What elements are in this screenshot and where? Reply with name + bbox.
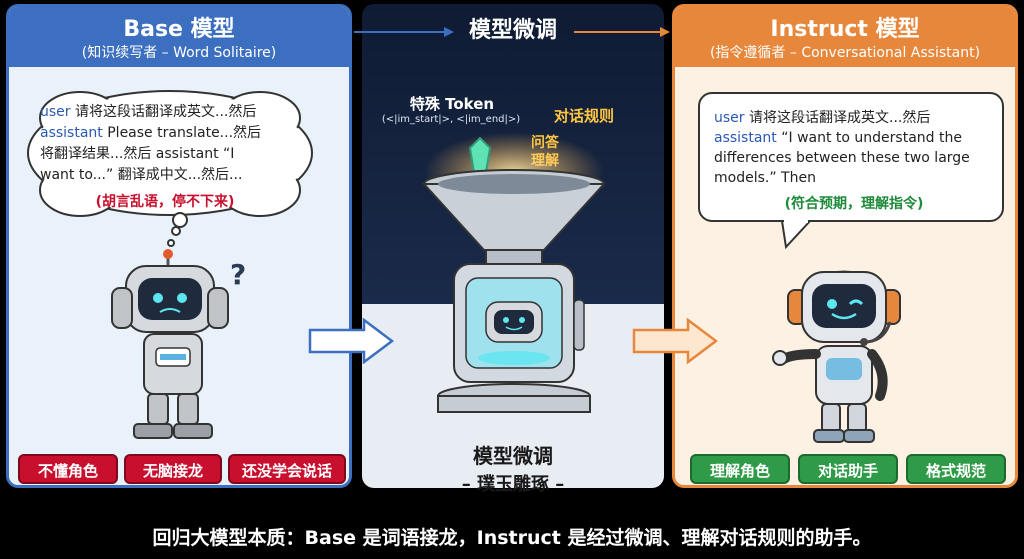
header-arrows xyxy=(354,27,670,37)
cloud-line-3: 将翻译结果...然后 assistant “I xyxy=(40,146,235,162)
base-tag-role: 不懂角色 xyxy=(18,454,118,484)
base-cloud-text: user 请将这段话翻译成英文...然后 assistant Please tr… xyxy=(40,102,290,213)
bubble-line-3: differences between these two large xyxy=(714,150,970,166)
dialogue-rule-title: 对话规则 xyxy=(553,107,614,125)
cloud-line-2: Please translate...然后 xyxy=(102,125,262,141)
bubble-line-1: 请将这段话翻译成英文...然后 xyxy=(744,110,931,126)
finetune-header: 模型微调 xyxy=(362,4,664,64)
thought-dots xyxy=(167,226,181,247)
finetune-bottom-title: 模型微调 xyxy=(473,444,553,468)
bubble-line-4: models.” Then xyxy=(714,170,816,186)
base-tag-speech: 还没学会说话 xyxy=(228,454,346,484)
finetune-title: 模型微调 xyxy=(468,18,557,43)
arrow-right-icon xyxy=(660,27,670,37)
cloud-line-4: want to...” 翻译成中文...然后... xyxy=(40,167,243,183)
base-model-header: Base 模型 (知识续写者 – Word Solitaire) xyxy=(9,7,349,67)
base-model-title: Base 模型 xyxy=(123,17,235,42)
thought-cloud xyxy=(27,90,313,228)
instruct-model-subtitle: (指令遵循者 – Conversational Assistant) xyxy=(709,45,981,61)
assistant-role-label: assistant xyxy=(40,125,103,141)
funnel-machine-icon xyxy=(421,132,607,413)
bubble-line-2: “I want to understand the xyxy=(776,130,962,146)
arrow-right-icon xyxy=(444,27,454,37)
instruct-bubble-text: user 请将这段话翻译成英文...然后 assistant “I want t… xyxy=(714,108,994,214)
arrow-right-icon xyxy=(308,318,394,364)
instruct-model-title: Instruct 模型 xyxy=(770,17,920,42)
bubble-tail xyxy=(780,219,813,249)
instruct-tag-role: 理解角色 xyxy=(690,454,790,484)
happy-robot-icon xyxy=(772,270,901,443)
instruct-tag-assistant: 对话助手 xyxy=(798,454,898,484)
instruct-tag-format: 格式规范 xyxy=(906,454,1006,484)
cloud-line-1: 请将这段话翻译成英文...然后 xyxy=(70,104,257,120)
user-role-label: user xyxy=(40,104,71,120)
crystal-token-icon xyxy=(468,136,492,173)
cloud-verdict: (胡言乱语，停不下来) xyxy=(95,194,235,210)
special-token-title: 特殊 Token xyxy=(409,95,495,113)
question-mark-icon: ? xyxy=(230,258,246,291)
base-tag-chain: 无脑接龙 xyxy=(124,454,222,484)
confused-robot-icon: ? xyxy=(111,249,246,439)
bubble-verdict: (符合预期，理解指令) xyxy=(784,196,924,212)
footer-summary: 回归大模型本质：Base 是词语接龙，Instruct 是经过微调、理解对话规则… xyxy=(152,527,872,549)
finetune-bottom-sub: – 璞玉雕琢 – xyxy=(461,474,565,495)
instruct-model-header: Instruct 模型 (指令遵循者 – Conversational Assi… xyxy=(675,7,1015,67)
instruct-speech-bubble xyxy=(698,92,1004,222)
assistant-role-label: assistant xyxy=(714,130,777,146)
base-model-subtitle: (知识续写者 – Word Solitaire) xyxy=(81,45,277,61)
special-token-sub: (<|im_start|>, <|im_end|>) xyxy=(381,114,521,125)
arrow-right-icon xyxy=(632,318,718,364)
instruct-model-panel: Instruct 模型 (指令遵循者 – Conversational Assi… xyxy=(672,4,1018,488)
user-role-label: user xyxy=(714,110,745,126)
